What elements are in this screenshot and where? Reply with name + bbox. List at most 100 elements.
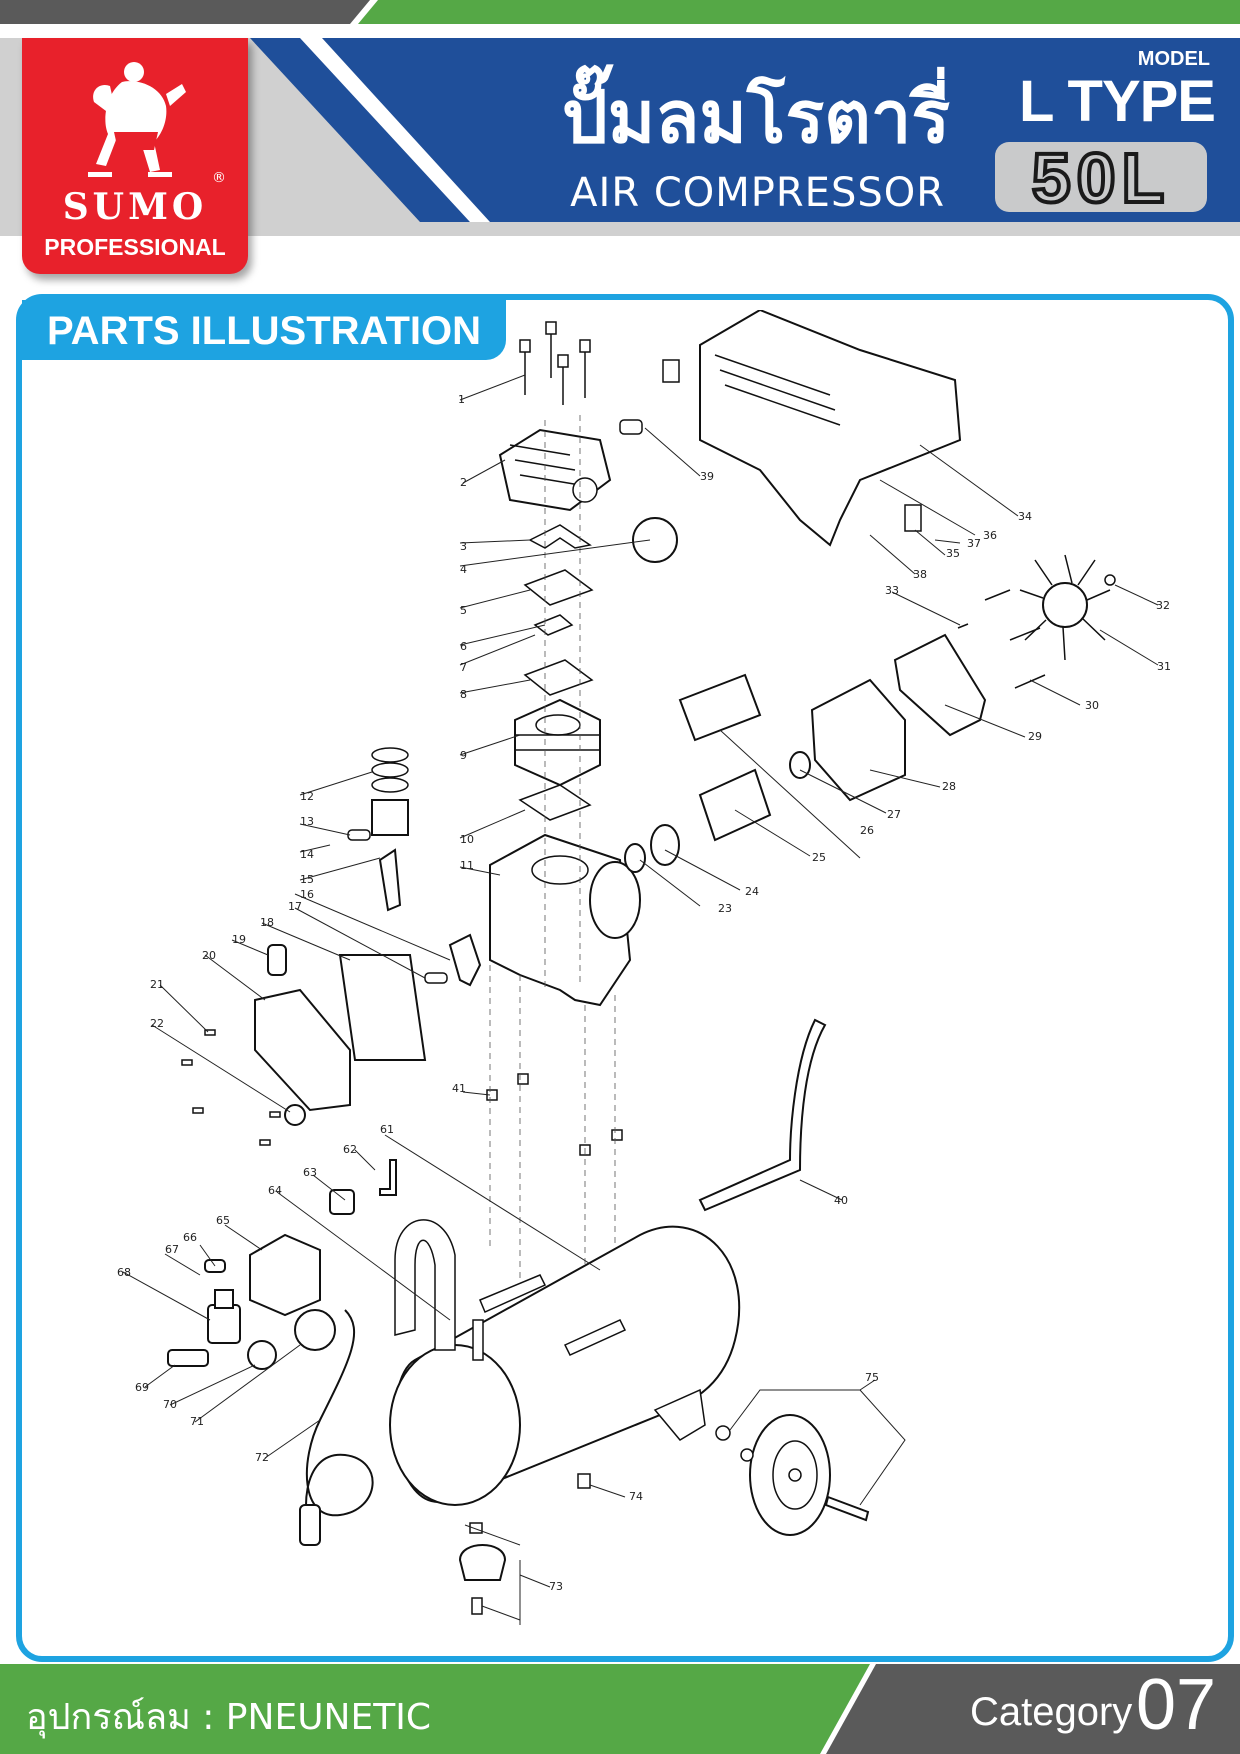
brand-logo: ® SUMO PROFESSIONAL [22,38,248,274]
part-label-72: 72 [255,1451,269,1464]
bearing-rear [650,824,680,866]
section-tab: PARTS ILLUSTRATION [22,300,506,360]
part-label-11: 11 [460,859,474,872]
part-label-23: 23 [718,902,732,915]
part-label-40: 40 [834,1194,848,1207]
leader-lines [122,374,1159,1625]
part-label-4: 4 [460,563,467,576]
pressure-gauge-small [247,1340,277,1370]
part-label-29: 29 [1028,730,1042,743]
piston-pin [347,829,371,841]
part-label-73: 73 [549,1580,563,1593]
model-type: L TYPE [1019,69,1216,134]
air-filter [632,517,678,563]
power-cord [305,1309,374,1546]
air-tank [389,1219,741,1506]
brand-subtitle: PROFESSIONAL [44,234,226,260]
model-size-badge: 50L [995,139,1207,217]
part-label-32: 32 [1156,599,1170,612]
part-label-35: 35 [946,547,960,560]
crankcase [489,833,641,1007]
top-accent-strip [0,0,1240,24]
part-label-17: 17 [288,900,302,913]
part-label-39: 39 [700,470,714,483]
foot-bolt [471,1597,483,1615]
pressure-gauge-large [294,1309,336,1351]
part-label-13: 13 [300,815,314,828]
part-label-70: 70 [163,1398,177,1411]
part-label-15: 15 [300,873,314,886]
part-label-61: 61 [380,1123,394,1136]
part-label-67: 67 [165,1243,179,1256]
regulator [207,1289,241,1344]
cylinder [514,698,601,787]
motor-end-cover [893,633,987,737]
wheel-axle-bolt [824,1495,870,1522]
part-label-16: 16 [300,888,314,901]
reed-valve [528,524,592,549]
model-label: MODEL [1137,48,1210,70]
mount-bolts [486,1073,623,1156]
valve-gasket [533,614,574,636]
part-label-41: 41 [452,1082,466,1095]
stator [810,678,906,802]
part-label-62: 62 [343,1143,357,1156]
part-label-36: 36 [983,529,997,542]
part-label-10: 10 [460,833,474,846]
intake-fitting [619,419,643,435]
part-label-7: 7 [460,661,467,674]
part-label-30: 30 [1085,699,1099,712]
part-label-68: 68 [117,1266,131,1279]
part-label-3: 3 [460,540,467,553]
wheel [749,1414,831,1536]
registered-mark: ® [212,170,226,186]
connecting-rod [378,848,402,912]
model-size: 50L [1030,139,1171,217]
part-label-8: 8 [460,688,467,701]
product-title-thai: ปั๊มลมโรตารี่ [562,75,950,159]
brand-name: SUMO [62,186,208,228]
part-label-28: 28 [942,780,956,793]
footer-category-number: 07 [1136,1665,1217,1745]
wheel-nut [715,1425,731,1441]
cover-screws [181,1029,281,1146]
quick-coupler [167,1349,209,1367]
illustration-frame [16,294,1234,1662]
part-label-12: 12 [300,790,314,803]
part-label-6: 6 [460,640,467,653]
part-label-2: 2 [460,476,467,489]
part-label-38: 38 [913,568,927,581]
footer-category-label: Category [970,1690,1133,1734]
part-label-19: 19 [232,933,246,946]
shroud-clip [662,359,680,383]
elbow-tube [379,1159,397,1196]
discharge-pipe [698,1018,827,1212]
sumo-wrestler-icon [88,62,186,177]
assembly-guides [489,415,616,1330]
part-label-21: 21 [150,978,164,991]
part-label-33: 33 [885,584,899,597]
part-label-27: 27 [887,808,901,821]
drain-valve [577,1473,591,1489]
oil-plug [284,1104,306,1126]
part-label-65: 65 [216,1214,230,1227]
crank-pin [424,972,448,984]
part-label-31: 31 [1157,660,1171,673]
part-label-22: 22 [150,1017,164,1030]
cylinder-gasket [523,659,594,696]
power-plug [299,1504,321,1546]
part-number-labels: 1 2 3 4 5 6 7 8 9 10 11 12 13 14 15 16 1… [117,393,1171,1593]
part-label-69: 69 [135,1381,149,1394]
rubber-foot [458,1544,507,1581]
circlip [1104,574,1116,586]
part-label-24: 24 [745,885,759,898]
part-label-75: 75 [865,1371,879,1384]
section-title: PARTS ILLUSTRATION [46,309,482,353]
footer-band [0,1664,1240,1754]
crankshaft [448,933,482,987]
part-label-63: 63 [303,1166,317,1179]
exploded-parts-diagram: 1 2 3 4 5 6 7 8 9 10 11 12 13 14 15 16 1… [117,310,1171,1625]
part-label-25: 25 [812,851,826,864]
motor-bolts [957,589,1046,689]
piston-rings [371,747,409,793]
